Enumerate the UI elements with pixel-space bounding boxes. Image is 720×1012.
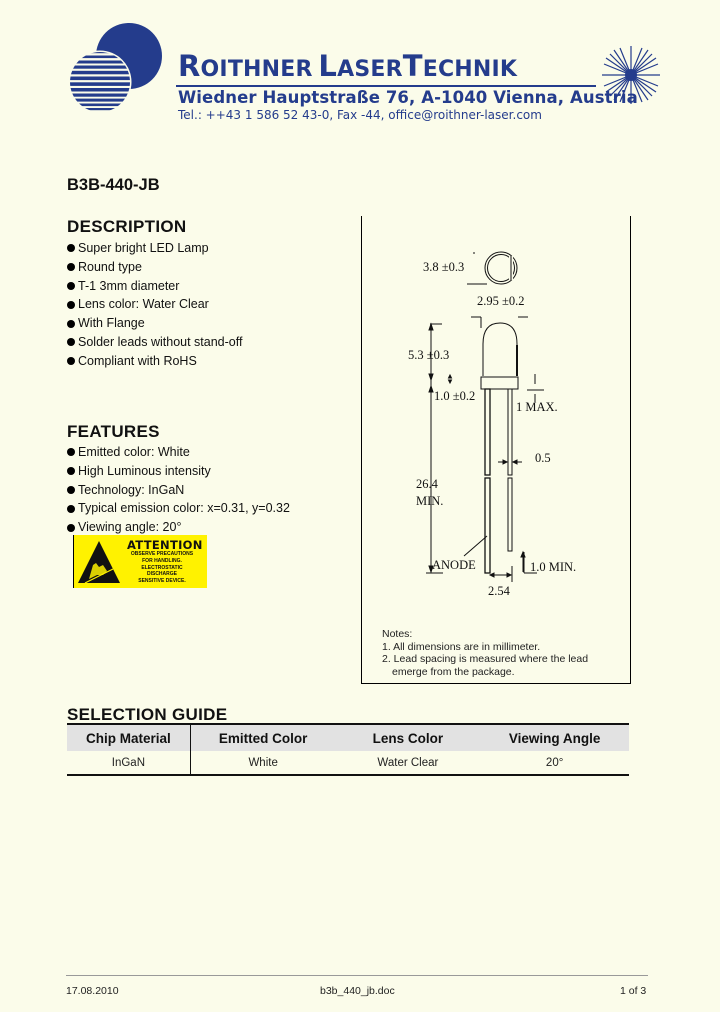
bullet-icon [67, 448, 75, 457]
footer-filename: b3b_440_jb.doc [320, 985, 395, 997]
notes-title: Notes: [382, 628, 413, 640]
dim-lead-length-unit: MIN. [416, 494, 444, 508]
anode-label: ANODE [432, 558, 476, 572]
brand-word-echnik: ECHNIK [422, 57, 518, 82]
table-header-row: Chip Material Emitted Color Lens Color V… [67, 724, 629, 751]
bullet-icon [67, 357, 75, 366]
bullet-icon [67, 523, 75, 532]
company-logo-icon [68, 23, 162, 114]
note-line: emerge from the package. [392, 665, 515, 678]
list-item: T-1 3mm diameter [67, 277, 242, 296]
part-number: B3B-440-JB [67, 176, 160, 194]
dim-lens-diameter: 3.8 ±0.3 [423, 260, 465, 274]
footer-divider [66, 975, 648, 976]
column-header: Emitted Color [218, 730, 308, 746]
table-cell: White [248, 756, 278, 769]
bullet-icon [67, 338, 75, 347]
esd-text: Observe precautions for handling. Electr… [130, 551, 194, 585]
column-header: Viewing Angle [508, 730, 601, 746]
list-item: High Luminous intensity [67, 462, 290, 481]
bullet-icon [67, 263, 75, 272]
brand-word-oithner: OITHNER [200, 57, 313, 82]
description-list: Super bright LED Lamp Round type T-1 3mm… [67, 239, 242, 371]
bullet-icon [67, 281, 75, 290]
brand-underline [176, 85, 596, 87]
bullet-icon [67, 244, 75, 253]
dim-body-height: 5.3 ±0.3 [408, 348, 450, 362]
company-name: ROITHNER LASERTECHNIK [178, 49, 517, 83]
list-item: Emitted color: White [67, 443, 290, 462]
drawing-notes: Notes: 1. All dimensions are in millimet… [382, 628, 588, 678]
bullet-icon [67, 485, 75, 494]
list-item: Technology: InGaN [67, 481, 290, 500]
brand-initial-l: L [318, 49, 338, 83]
dim-flange-max: 1 MAX. [516, 400, 558, 414]
column-header: Lens Color [372, 730, 444, 746]
dim-lead-difference: 1.0 MIN. [530, 560, 577, 574]
dim-lead-spacing: 2.54 [488, 584, 510, 598]
list-item: With Flange [67, 314, 242, 333]
dim-body-diameter: 2.95 ±0.2 [477, 294, 525, 308]
dim-lead-width: 0.5 [535, 451, 551, 465]
list-item: Compliant with RoHS [67, 352, 242, 371]
list-item: Typical emission color: x=0.31, y=0.32 [67, 499, 290, 518]
brand-word-aser: ASER [337, 57, 403, 82]
esd-hand-triangle-icon [78, 541, 120, 584]
dim-lead-length-value: 26.4 [416, 477, 438, 491]
brand-initial-t: T [402, 49, 423, 83]
brand-initial-r: R [178, 49, 201, 83]
selection-guide-title: SELECTION GUIDE [67, 705, 228, 724]
list-item: Round type [67, 258, 242, 277]
company-contact: Tel.: ++43 1 586 52 43-0, Fax -44, offic… [178, 108, 542, 122]
note-line: 2. Lead spacing is measured where the le… [382, 653, 589, 665]
note-line: 1. All dimensions are in millimeter. [382, 640, 541, 653]
list-item: Solder leads without stand-off [67, 333, 242, 352]
bullet-icon [67, 319, 75, 328]
table-row: InGaN White Water Clear 20° [67, 751, 629, 775]
led-dimension-drawing [426, 251, 544, 582]
column-header: Chip Material [67, 724, 191, 751]
description-title: DESCRIPTION [67, 217, 187, 236]
list-item: Super bright LED Lamp [67, 239, 242, 258]
table-cell: Water Clear [377, 756, 439, 769]
footer-page-number: 1 of 3 [620, 985, 647, 997]
bullet-icon [67, 467, 75, 476]
table-cell: InGaN [67, 751, 191, 775]
table-cell: 20° [545, 756, 564, 769]
dim-flange-height: 1.0 ±0.2 [434, 389, 476, 403]
features-list: Emitted color: White High Luminous inten… [67, 443, 290, 537]
list-item: Viewing angle: 20° [67, 518, 290, 537]
company-address: Wiedner Hauptstraße 76, A-1040 Vienna, A… [178, 88, 638, 107]
laser-starburst-icon [602, 46, 660, 104]
bullet-icon [67, 504, 75, 513]
footer-date: 17.08.2010 [66, 985, 119, 997]
esd-warning-label: ATTENTION Observe precautions for handli… [73, 535, 207, 588]
drawing-frame [361, 216, 631, 684]
features-title: FEATURES [67, 422, 160, 441]
bullet-icon [67, 300, 75, 309]
selection-guide-table: Chip Material Emitted Color Lens Color V… [67, 723, 629, 776]
esd-title: ATTENTION [127, 538, 203, 552]
list-item: Lens color: Water Clear [67, 295, 242, 314]
